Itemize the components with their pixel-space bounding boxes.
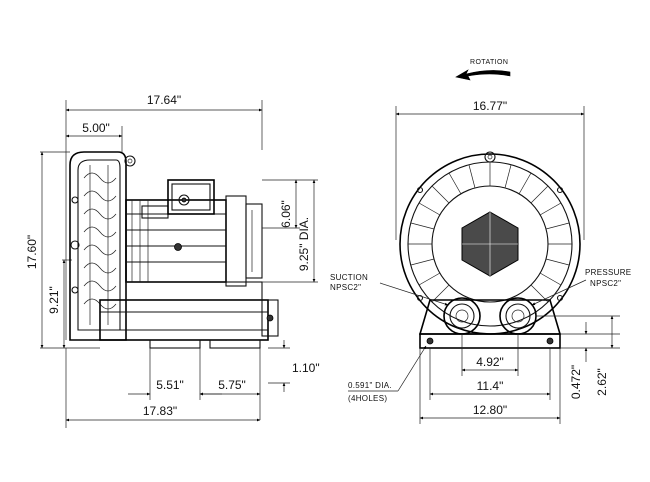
- suction-port: [443, 297, 481, 335]
- front-view: 16.77": [330, 99, 631, 424]
- hole-callout: 0.591" DIA. (4HOLES): [348, 345, 427, 403]
- hole-diameter-label: 0.591" DIA.: [348, 381, 392, 390]
- dim-base-length: 17.83": [65, 404, 261, 422]
- dim-motor-diameter: 9.25" DIA.: [297, 179, 316, 283]
- suction-size-label: NPSC2": [330, 283, 361, 292]
- dim-hole-spacing: 11.4": [429, 379, 551, 396]
- dim-base-thickness-text: 0.472": [569, 365, 583, 399]
- base-frame: [99, 281, 279, 349]
- dim-center-height-text: 9.21": [47, 286, 61, 314]
- dim-inlet-offset-text: 5.00": [82, 121, 110, 135]
- dim-base-length-text: 17.83": [143, 404, 177, 418]
- dim-overall-width: 16.77": [395, 99, 585, 116]
- side-view: 17.64" 5.00" 17.60" 9.21": [25, 93, 320, 428]
- dim-motor-height: 6.06": [279, 179, 298, 229]
- dim-mount-spacing: 5.51": [128, 378, 222, 396]
- pressure-port: [499, 297, 537, 335]
- dim-overall-height-text: 17.60": [25, 235, 39, 269]
- dim-mount-to-end-text: 5.75": [218, 378, 246, 392]
- dim-inlet-offset: 5.00": [65, 121, 123, 138]
- pressure-label: PRESSURE: [585, 268, 631, 277]
- dim-overall-length: 17.64": [65, 93, 263, 112]
- dim-overall-width-text: 16.77": [473, 99, 507, 113]
- rotation-indicator: ROTATION: [455, 59, 511, 81]
- pressure-size-label: NPSC2": [590, 279, 621, 288]
- front-housing: [399, 151, 581, 335]
- dim-center-height: 9.21": [47, 259, 66, 349]
- rotation-label: ROTATION: [470, 59, 508, 66]
- dim-port-height-text: 2.62": [595, 368, 609, 396]
- suction-label: SUCTION: [330, 273, 368, 282]
- dim-base-thickness: 0.472": [569, 322, 588, 399]
- dim-port-spacing-text: 4.92": [476, 355, 504, 369]
- rotation-arrow-icon: [455, 69, 511, 81]
- front-base: [418, 299, 562, 349]
- pressure-callout: PRESSURE NPSC2": [531, 268, 631, 306]
- dim-foot-offset-text: 1.10": [292, 361, 320, 375]
- blower-housing: [69, 151, 136, 341]
- hole-count-label: (4HOLES): [348, 394, 387, 403]
- dim-mount-spacing-text: 5.51": [156, 378, 184, 392]
- dim-motor-diameter-text: 9.25" DIA.: [297, 217, 311, 271]
- dim-overall-length-text: 17.64": [147, 93, 181, 107]
- dim-motor-height-text: 6.06": [279, 200, 293, 228]
- dim-port-spacing: 4.92": [461, 355, 519, 372]
- suction-callout: SUCTION NPSC2": [330, 273, 449, 306]
- terminal-box: [167, 179, 215, 215]
- dim-hole-spacing-text: 11.4": [477, 379, 504, 393]
- dim-foot-offset: 1.10": [282, 340, 320, 392]
- dim-overall-height: 17.60": [25, 151, 44, 349]
- dim-base-width: 12.80": [419, 403, 561, 420]
- dim-port-height: 2.62": [595, 315, 614, 396]
- dim-base-width-text: 12.80": [473, 403, 507, 417]
- dim-mount-to-end: 5.75": [199, 378, 261, 396]
